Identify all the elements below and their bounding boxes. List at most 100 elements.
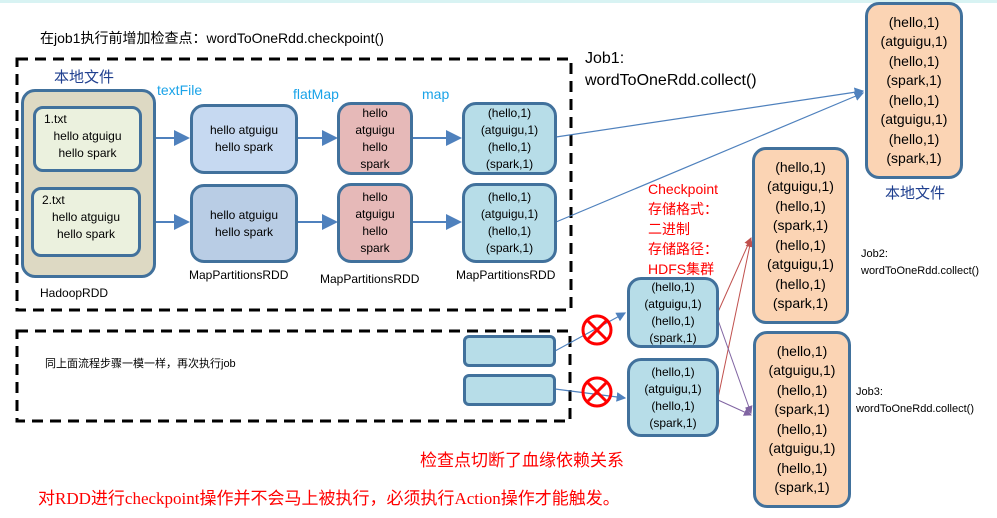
- arrow-job3-2: [717, 399, 752, 416]
- partition-line: hello: [362, 105, 388, 120]
- textfile-rdd-label: MapPartitionsRDD: [189, 268, 289, 282]
- result-item: (atguigu,1): [767, 178, 834, 194]
- checkpoint-partition-1: (hello,1) (atguigu,1) (hello,1) (spark,1…: [627, 277, 719, 348]
- result-item: (hello,1): [888, 91, 940, 108]
- partition-line: (hello,1): [487, 190, 532, 204]
- job1-dashed-frame: [15, 57, 573, 312]
- result-item: (atguigu,1): [880, 111, 948, 127]
- result-item: (hello,1): [888, 130, 940, 147]
- job1-title: Job1:: [585, 50, 625, 67]
- cut-icon: [581, 314, 613, 346]
- result-item: (hello,1): [775, 236, 826, 253]
- partition-line: (atguigu,1): [480, 122, 539, 137]
- repeat-partition-2: [463, 374, 556, 406]
- result-item: (spark,1): [772, 217, 829, 233]
- result-item: (hello,1): [775, 197, 826, 214]
- job2-result: (hello,1) (atguigu,1) (hello,1) (spark,1…: [752, 147, 849, 324]
- note-line: HDFS集群: [648, 261, 715, 277]
- job3-result: (hello,1) (atguigu,1) (hello,1) (spark,1…: [753, 331, 851, 508]
- partition-line: (spark,1): [649, 415, 697, 430]
- checkpoint-note: Checkpoint 存储格式： 二进制 存储路径： HDFS集群: [648, 179, 718, 279]
- result-item: (hello,1): [775, 275, 826, 292]
- op-textfile: textFile: [157, 82, 203, 98]
- partition-line: hello spark: [214, 140, 274, 154]
- file-name: 1.txt: [44, 112, 67, 126]
- partition-line: (hello,1): [651, 364, 695, 379]
- job1-action: wordToOneRdd.collect(): [585, 72, 757, 89]
- note-line: Checkpoint: [648, 181, 719, 197]
- arrow-collect-2: [555, 91, 865, 223]
- partition-line: (hello,1): [651, 279, 695, 294]
- partition-line: hello spark: [214, 224, 274, 239]
- job3-action: wordToOneRdd.collect(): [856, 403, 974, 415]
- partition-line: hello atguigu: [209, 123, 279, 137]
- result-item: (hello,1): [888, 13, 940, 30]
- partition-line: (spark,1): [649, 330, 697, 345]
- result-item: (hello,1): [888, 52, 940, 69]
- arrow-repeat-1: [554, 312, 627, 352]
- job1-result: (hello,1) (atguigu,1) (hello,1) (spark,1…: [865, 2, 963, 179]
- file-line: hello spark: [56, 227, 116, 241]
- repeat-partition-1: [463, 335, 556, 367]
- arrow-job3-1: [717, 319, 753, 414]
- map-partition-1: (hello,1) (atguigu,1) (hello,1) (spark,1…: [462, 102, 557, 175]
- job2-title: Job2:: [861, 248, 888, 260]
- result-item: (spark,1): [886, 150, 942, 166]
- file-2: 2.txt hello atguigu hello spark: [31, 187, 141, 257]
- file-line: hello atguigu: [51, 210, 121, 224]
- partition-line: (atguigu,1): [644, 296, 702, 311]
- top-border: [0, 0, 997, 3]
- result-item: (atguigu,1): [768, 362, 836, 378]
- result-item: (hello,1): [775, 158, 826, 175]
- result-item: (atguigu,1): [880, 33, 948, 49]
- bottom-note: 对RDD进行checkpoint操作并不会马上被执行，必须执行Action操作才…: [38, 489, 620, 508]
- result-item: (spark,1): [774, 401, 830, 417]
- partition-line: (hello,1): [487, 224, 532, 238]
- partition-line: spark: [360, 156, 390, 171]
- textfile-partition-1: hello atguigu hello spark: [190, 104, 298, 174]
- job2-label: Job2: wordToOneRdd.collect(): [861, 246, 979, 280]
- flatmap-partition-1: hello atguigu hello spark: [337, 102, 413, 175]
- note-line: 存储路径：: [648, 241, 718, 257]
- partition-line: (atguigu,1): [480, 207, 539, 221]
- job2-action: wordToOneRdd.collect(): [861, 265, 979, 277]
- partition-line: hello: [362, 139, 388, 154]
- file-1: 1.txt hello atguigu hello spark: [33, 106, 142, 172]
- arrow-job2-2: [717, 239, 754, 399]
- map-partition-2: (hello,1) (atguigu,1) (hello,1) (spark,1…: [462, 183, 557, 263]
- arrow-collect-1: [555, 87, 865, 138]
- partition-line: (spark,1): [485, 241, 534, 255]
- local-file-label: 本地文件: [54, 69, 115, 86]
- page-title: 在job1执行前增加检查点：wordToOneRdd.checkpoint(): [40, 30, 384, 46]
- job3-label: Job3: wordToOneRdd.collect(): [856, 384, 974, 418]
- textfile-partition-2: hello atguigu hello spark: [190, 184, 298, 263]
- hadoop-rdd-label: HadoopRDD: [40, 286, 109, 300]
- job1-label: Job1: wordToOneRdd.collect(): [585, 48, 757, 92]
- repeat-dashed-frame: [15, 329, 572, 423]
- partition-line: spark: [360, 241, 390, 255]
- lineage-note: 检查点切断了血缘依赖关系: [420, 451, 624, 470]
- job3-title: Job3:: [856, 386, 883, 398]
- flatmap-rdd-label: MapPartitionsRDD: [320, 272, 420, 286]
- result-item: (hello,1): [776, 459, 828, 476]
- file-name: 2.txt: [42, 193, 65, 207]
- partition-line: (atguigu,1): [644, 381, 702, 396]
- result-item: (atguigu,1): [767, 256, 834, 272]
- result-item: (spark,1): [774, 479, 830, 495]
- checkpoint-partition-2: (hello,1) (atguigu,1) (hello,1) (spark,1…: [627, 358, 719, 437]
- partition-line: (spark,1): [485, 156, 534, 171]
- file-line: hello spark: [58, 146, 117, 160]
- op-map: map: [422, 86, 450, 102]
- result-item: (spark,1): [772, 295, 829, 311]
- partition-line: hello atguigu: [209, 207, 279, 222]
- job1-result-label: 本地文件: [885, 185, 946, 202]
- partition-line: hello: [362, 224, 388, 238]
- result-item: (hello,1): [776, 381, 828, 398]
- arrow-repeat-2: [554, 388, 627, 402]
- result-item: (hello,1): [776, 420, 828, 437]
- file-line: hello atguigu: [53, 129, 122, 143]
- partition-line: atguigu: [355, 207, 395, 221]
- result-item: (spark,1): [886, 72, 942, 88]
